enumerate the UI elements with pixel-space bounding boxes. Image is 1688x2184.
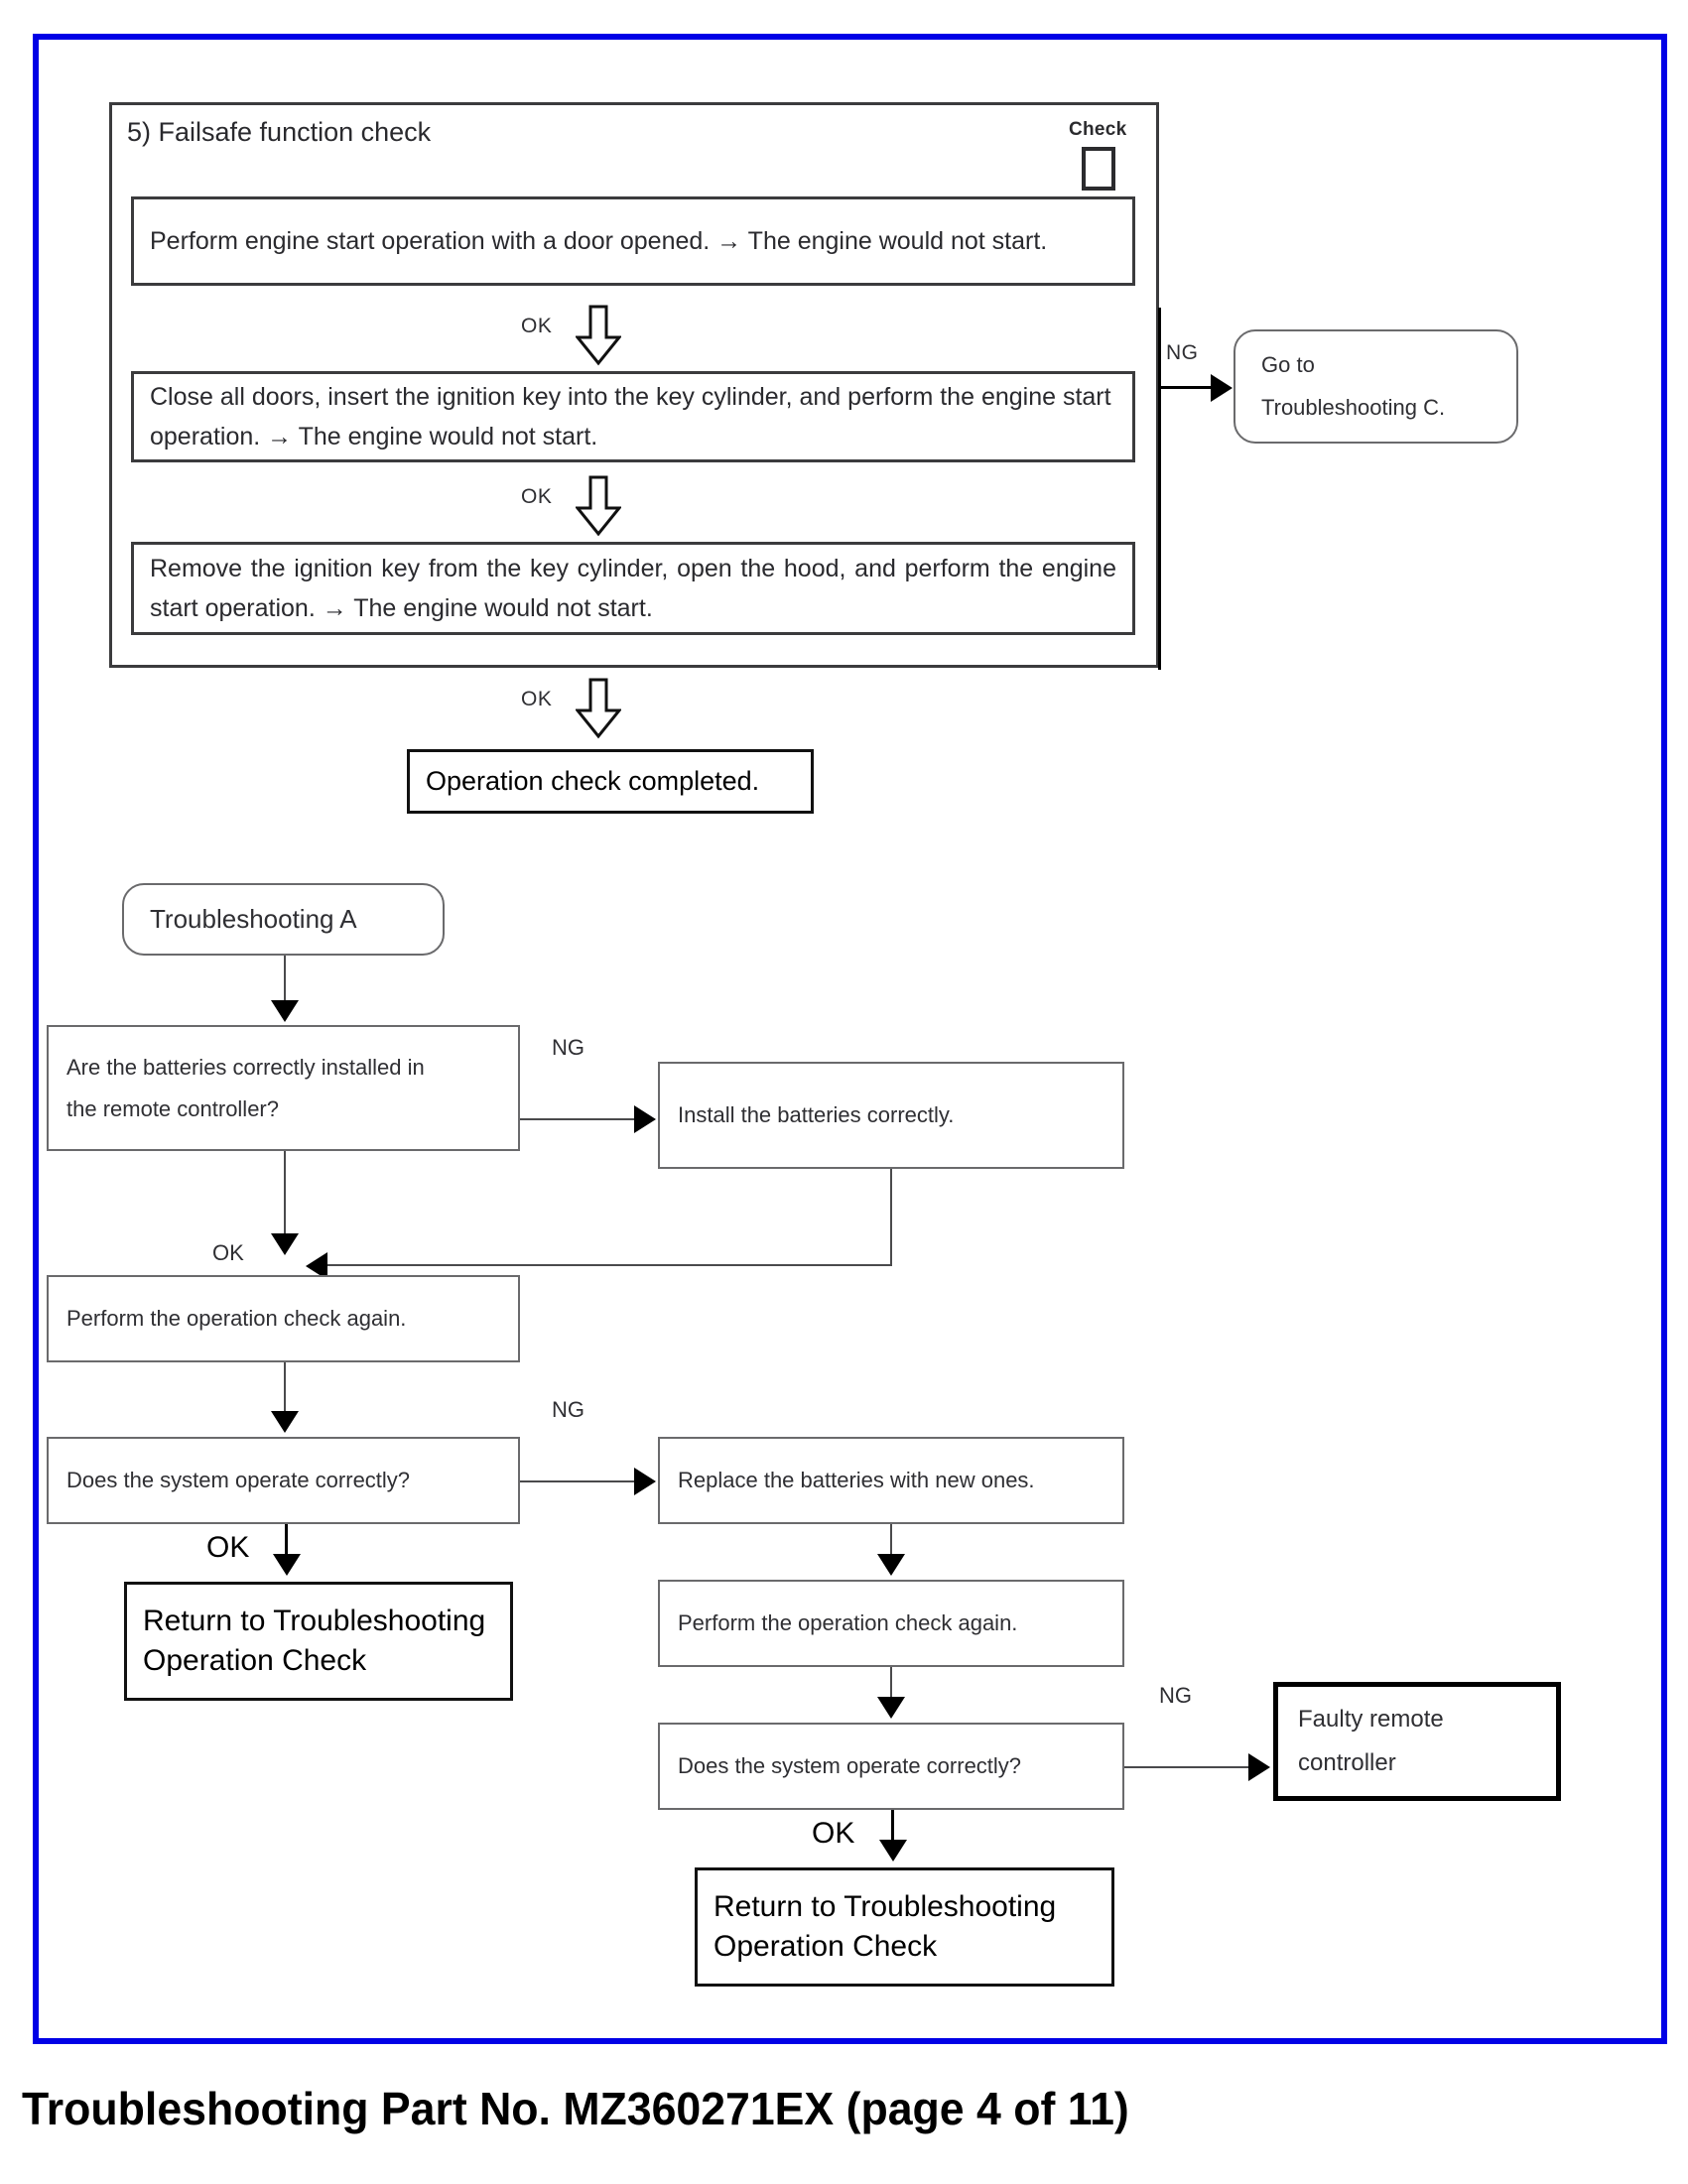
ta-ok2-vline — [285, 1524, 288, 1568]
ok-label-step2: OK — [521, 485, 553, 508]
return-troubleshooting-left-box: Return to Troubleshooting Operation Chec… — [124, 1582, 513, 1701]
faulty-remote-controller-box: Faulty remote controller — [1273, 1682, 1561, 1801]
question-batteries-line-1: Are the batteries correctly installed in — [66, 1054, 425, 1080]
ok-block-arrow-exit — [576, 678, 621, 739]
replace-batteries-box: Replace the batteries with new ones. — [658, 1437, 1124, 1524]
ng-branch-vline — [1158, 308, 1161, 670]
ok-label-operate-left: OK — [206, 1531, 250, 1564]
check-checkbox[interactable] — [1082, 147, 1115, 191]
faulty-line-2: controller — [1298, 1749, 1396, 1776]
ng-label-operate-right: NG — [1159, 1683, 1192, 1708]
step-box-3: Remove the ignition key from the key cyl… — [131, 542, 1135, 635]
ok-label-step1: OK — [521, 315, 553, 337]
ta-perform-right-to-q3-vline — [890, 1667, 892, 1711]
perform-check-right-box: Perform the operation check again. — [658, 1580, 1124, 1667]
ng-label-batteries: NG — [552, 1035, 584, 1060]
return-troubleshooting-right-box: Return to Troubleshooting Operation Chec… — [695, 1867, 1114, 1987]
return-right-line-1: Return to Troubleshooting — [714, 1890, 1057, 1924]
ta-line-start-to-q1 — [284, 956, 286, 1013]
ng-label-operate-left: NG — [552, 1397, 584, 1422]
step-box-2: Close all doors, insert the ignition key… — [131, 371, 1135, 462]
ta-feedback-arrowhead — [306, 1252, 327, 1280]
ok-label-operate-right: OK — [812, 1817, 855, 1850]
ta-replace-to-perform-arrowhead — [877, 1554, 905, 1576]
question-operate-right-box: Does the system operate correctly? — [658, 1723, 1124, 1810]
troubleshooting-a-start-text: Troubleshooting A — [150, 904, 357, 935]
ng-branch-hline — [1158, 386, 1214, 389]
ta-ng3-arrowhead — [1248, 1753, 1270, 1781]
question-operate-right-text: Does the system operate correctly? — [678, 1753, 1022, 1779]
troubleshooting-a-start-box: Troubleshooting A — [122, 883, 445, 956]
step-box-3-text: Remove the ignition key from the key cyl… — [150, 554, 1116, 623]
ta-ng3-hline — [1124, 1766, 1255, 1768]
ok-block-arrow-1 — [576, 305, 621, 366]
ta-ng1-arrowhead — [634, 1105, 656, 1133]
question-operate-left-box: Does the system operate correctly? — [47, 1437, 520, 1524]
operation-check-completed-box: Operation check completed. — [407, 749, 814, 814]
ta-ng1-hline — [520, 1118, 641, 1120]
page-border-frame — [33, 34, 1667, 2044]
perform-check-left-text: Perform the operation check again. — [66, 1306, 407, 1332]
step-box-2-text: Close all doors, insert the ignition key… — [150, 382, 1111, 451]
question-operate-left-text: Does the system operate correctly? — [66, 1468, 411, 1493]
ta-replace-to-perform-vline — [890, 1524, 892, 1568]
ta-perform-to-q2-arrowhead — [271, 1411, 299, 1433]
install-batteries-text: Install the batteries correctly. — [678, 1102, 955, 1128]
ok-label-exit: OK — [521, 688, 553, 710]
ta-q1-to-perform-vline — [284, 1151, 286, 1245]
faulty-line-1: Faulty remote — [1298, 1705, 1444, 1733]
check-label: Check — [1069, 119, 1127, 140]
ta-ok2-arrowhead — [273, 1554, 301, 1576]
ta-feedback-vline — [890, 1169, 892, 1266]
ok-block-arrow-2 — [576, 475, 621, 537]
step-box-1: Perform engine start operation with a do… — [131, 196, 1135, 286]
ta-feedback-hline — [318, 1264, 892, 1266]
goto-line-2: Troubleshooting C. — [1261, 394, 1446, 420]
return-left-line-2: Operation Check — [143, 1644, 367, 1677]
perform-check-left-box: Perform the operation check again. — [47, 1275, 520, 1362]
goto-line-1: Go to — [1261, 351, 1315, 377]
page-caption: Troubleshooting Part No. MZ360271EX (pag… — [22, 2083, 1129, 2134]
return-right-line-2: Operation Check — [714, 1930, 938, 1963]
ta-ok3-vline — [891, 1810, 894, 1854]
perform-check-right-text: Perform the operation check again. — [678, 1610, 1018, 1636]
ta-q1-to-perform-arrowhead — [271, 1233, 299, 1255]
operation-check-completed-text: Operation check completed. — [426, 765, 760, 796]
ta-perform-to-q2-vline — [284, 1362, 286, 1424]
ta-perform-right-to-q3-arrowhead — [877, 1697, 905, 1719]
step-box-1-text: Perform engine start operation with a do… — [150, 226, 1048, 255]
replace-batteries-text: Replace the batteries with new ones. — [678, 1468, 1035, 1493]
install-batteries-box: Install the batteries correctly. — [658, 1062, 1124, 1169]
ng-label-section5: NG — [1166, 341, 1199, 364]
ta-arrowhead-q1 — [271, 1000, 299, 1022]
goto-troubleshooting-c-box: Go to Troubleshooting C. — [1234, 329, 1518, 444]
section-title: 5) Failsafe function check — [127, 117, 432, 147]
ta-ng2-hline — [520, 1480, 641, 1482]
ok-label-batteries: OK — [212, 1240, 244, 1265]
return-left-line-1: Return to Troubleshooting — [143, 1605, 486, 1638]
ta-ok3-arrowhead — [879, 1840, 907, 1862]
question-batteries-installed-box: Are the batteries correctly installed in… — [47, 1025, 520, 1151]
question-batteries-line-2: the remote controller? — [66, 1095, 279, 1121]
ng-branch-arrowhead — [1211, 374, 1233, 402]
ta-ng2-arrowhead — [634, 1468, 656, 1495]
